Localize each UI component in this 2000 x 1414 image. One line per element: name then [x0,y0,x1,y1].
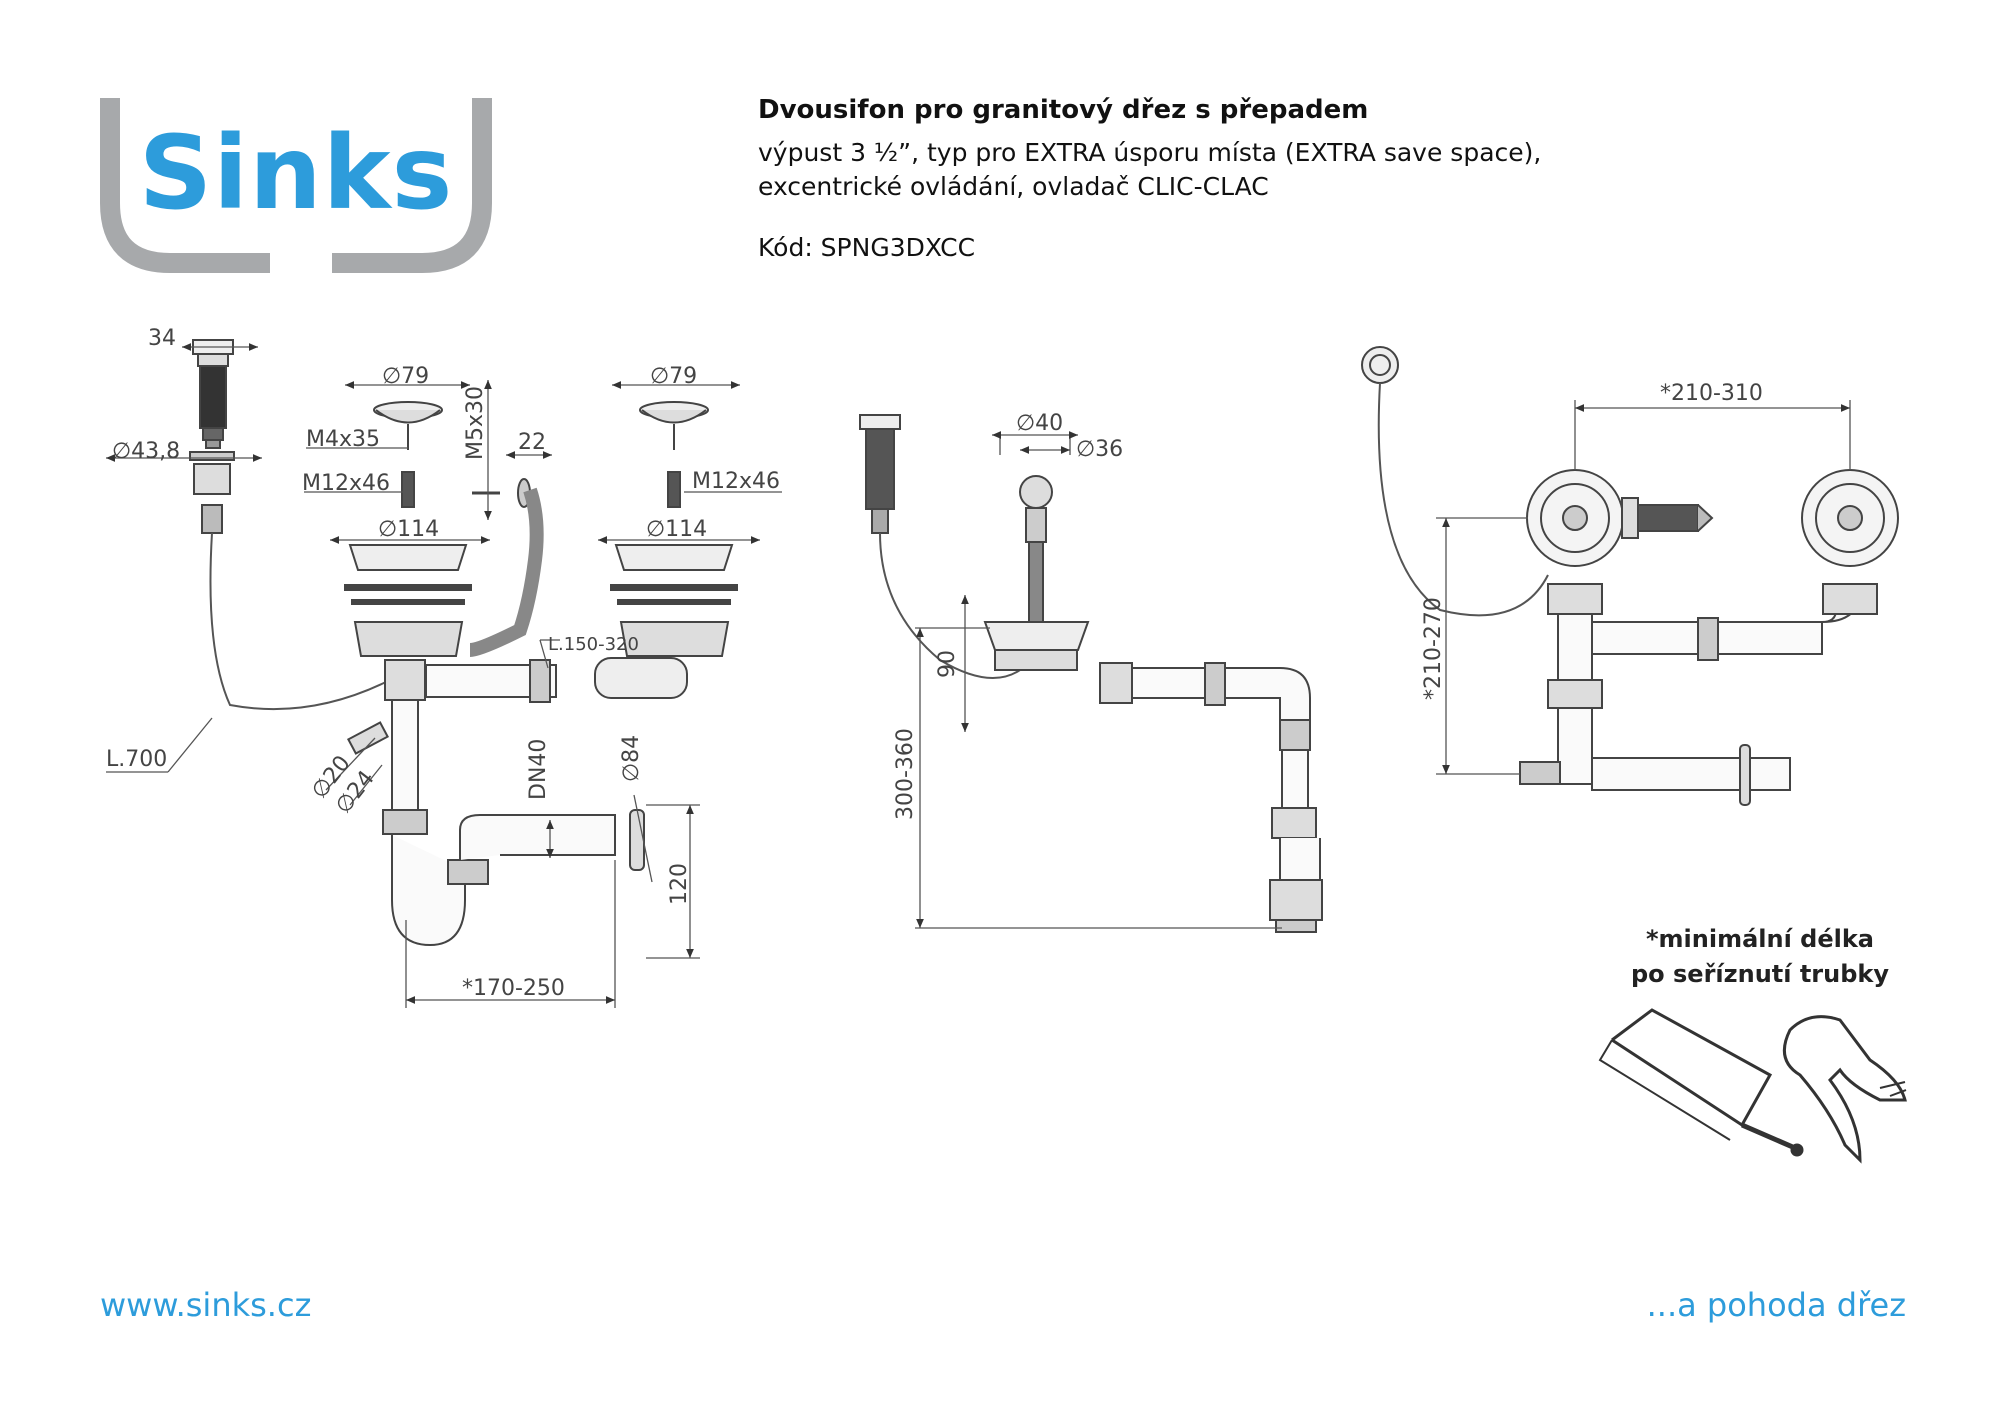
button-assembled [865,428,895,510]
siphon-u-bend [391,835,466,947]
strainer-flange-left [348,544,468,571]
outlet-pipe-top [1591,757,1743,791]
cable-top [1377,382,1549,617]
siphon-riser [391,699,419,821]
footnote-line-1: *minimální délka [1645,925,1875,953]
right-dimension-lines [1436,400,1851,775]
strainer-body-right [619,621,730,657]
screw-m12-right [667,471,681,508]
dim-l150-320: L.150-320 [548,634,639,655]
product-description-line-2: excentrické ovládání, ovladač CLIC-CLAC [758,172,1269,201]
right-dimension-labels: *210-310 *210-270 [1421,381,1763,700]
strainer-body-left [353,621,464,657]
cable-assembled [879,532,1021,679]
logo-wordmark: Sinks [138,114,454,233]
siphon-tee [384,659,426,701]
pipe-cutter-icon [1782,1015,1907,1164]
strainer-assembled [983,621,1090,651]
elbow-down [1224,667,1311,729]
dim-l700: L.700 [106,747,167,772]
button-top [1361,346,1399,384]
horizontal-pipe [1131,667,1213,699]
middle-assembled-view [859,414,1323,933]
dishwasher-inlet-top [1519,761,1561,785]
overflow-head [1019,475,1053,509]
overflow-top [1637,504,1699,532]
product-code: Kód: SPNG3DXCC [758,233,976,262]
right-top-view [1361,346,1899,806]
dim-22: 22 [518,430,546,455]
left-dimension-lines [106,343,782,1008]
wall-rosette [629,809,645,871]
dim-90: 90 [935,650,960,678]
dim-m12x46-right: M12x46 [692,469,780,494]
overflow-hose [469,487,544,657]
dim-120: 120 [667,863,692,905]
cable-connector [201,504,223,534]
dim-m5x30: M5x30 [463,386,488,460]
dim-40: ∅40 [1016,411,1063,436]
left-exploded-view [189,339,738,947]
dim-300-360: 300-360 [893,728,918,820]
dim-m12x46-left: M12x46 [302,471,390,496]
control-cable [209,532,391,711]
dim-36: ∅36 [1076,437,1123,462]
footer-website-link[interactable]: www.sinks.cz [100,1286,312,1324]
dim-114-left: ∅114 [378,517,439,542]
dim-210-310: *210-310 [1660,381,1763,406]
dim-170-250: *170-250 [462,976,565,1001]
dim-114-right: ∅114 [646,517,707,542]
dim-dn40: DN40 [526,739,551,800]
dim-84: ∅84 [619,735,644,782]
dim-79-left: ∅79 [382,364,429,389]
length-footnote: *minimální délka po seříznutí trubky [1600,922,1920,992]
screw-m12-left [401,471,415,508]
product-description-line-1: výpust 3 ½”, typ pro EXTRA úsporu místa … [758,138,1542,167]
pipe-elbow-left [594,657,688,699]
dim-34: 34 [148,326,176,351]
middle-dimension-lines [915,431,1282,929]
footer-slogan: ...a pohoda dřez [1646,1286,1906,1324]
middle-dimension-labels: ∅40 ∅36 90 300-360 [893,411,1123,820]
product-title: Dvousifon pro granitový dřez s přepadem [758,95,1369,125]
dim-210-270: *210-270 [1421,597,1446,700]
siphon-outlet-pipe [459,814,616,860]
sinks-logo: Sinks [100,98,492,273]
strainer-flange-right [614,544,734,571]
logo-frame [100,98,492,273]
left-dimension-labels: 34 ∅43,8 ∅79 M4x35 M12x46 M5x30 22 ∅114 … [106,326,780,1001]
footnote-line-2: po seříznutí trubky [1630,960,1890,988]
dim-79-right: ∅79 [650,364,697,389]
overflow-pipe [1028,541,1044,623]
clic-clac-button [192,339,234,449]
dim-43-8: ∅43,8 [112,439,180,464]
dishwasher-inlet [346,721,390,755]
dim-m4x35: M4x35 [306,427,380,452]
cutting-tools-illustration [1598,1008,1907,1164]
hacksaw-icon [1611,1008,1773,1128]
